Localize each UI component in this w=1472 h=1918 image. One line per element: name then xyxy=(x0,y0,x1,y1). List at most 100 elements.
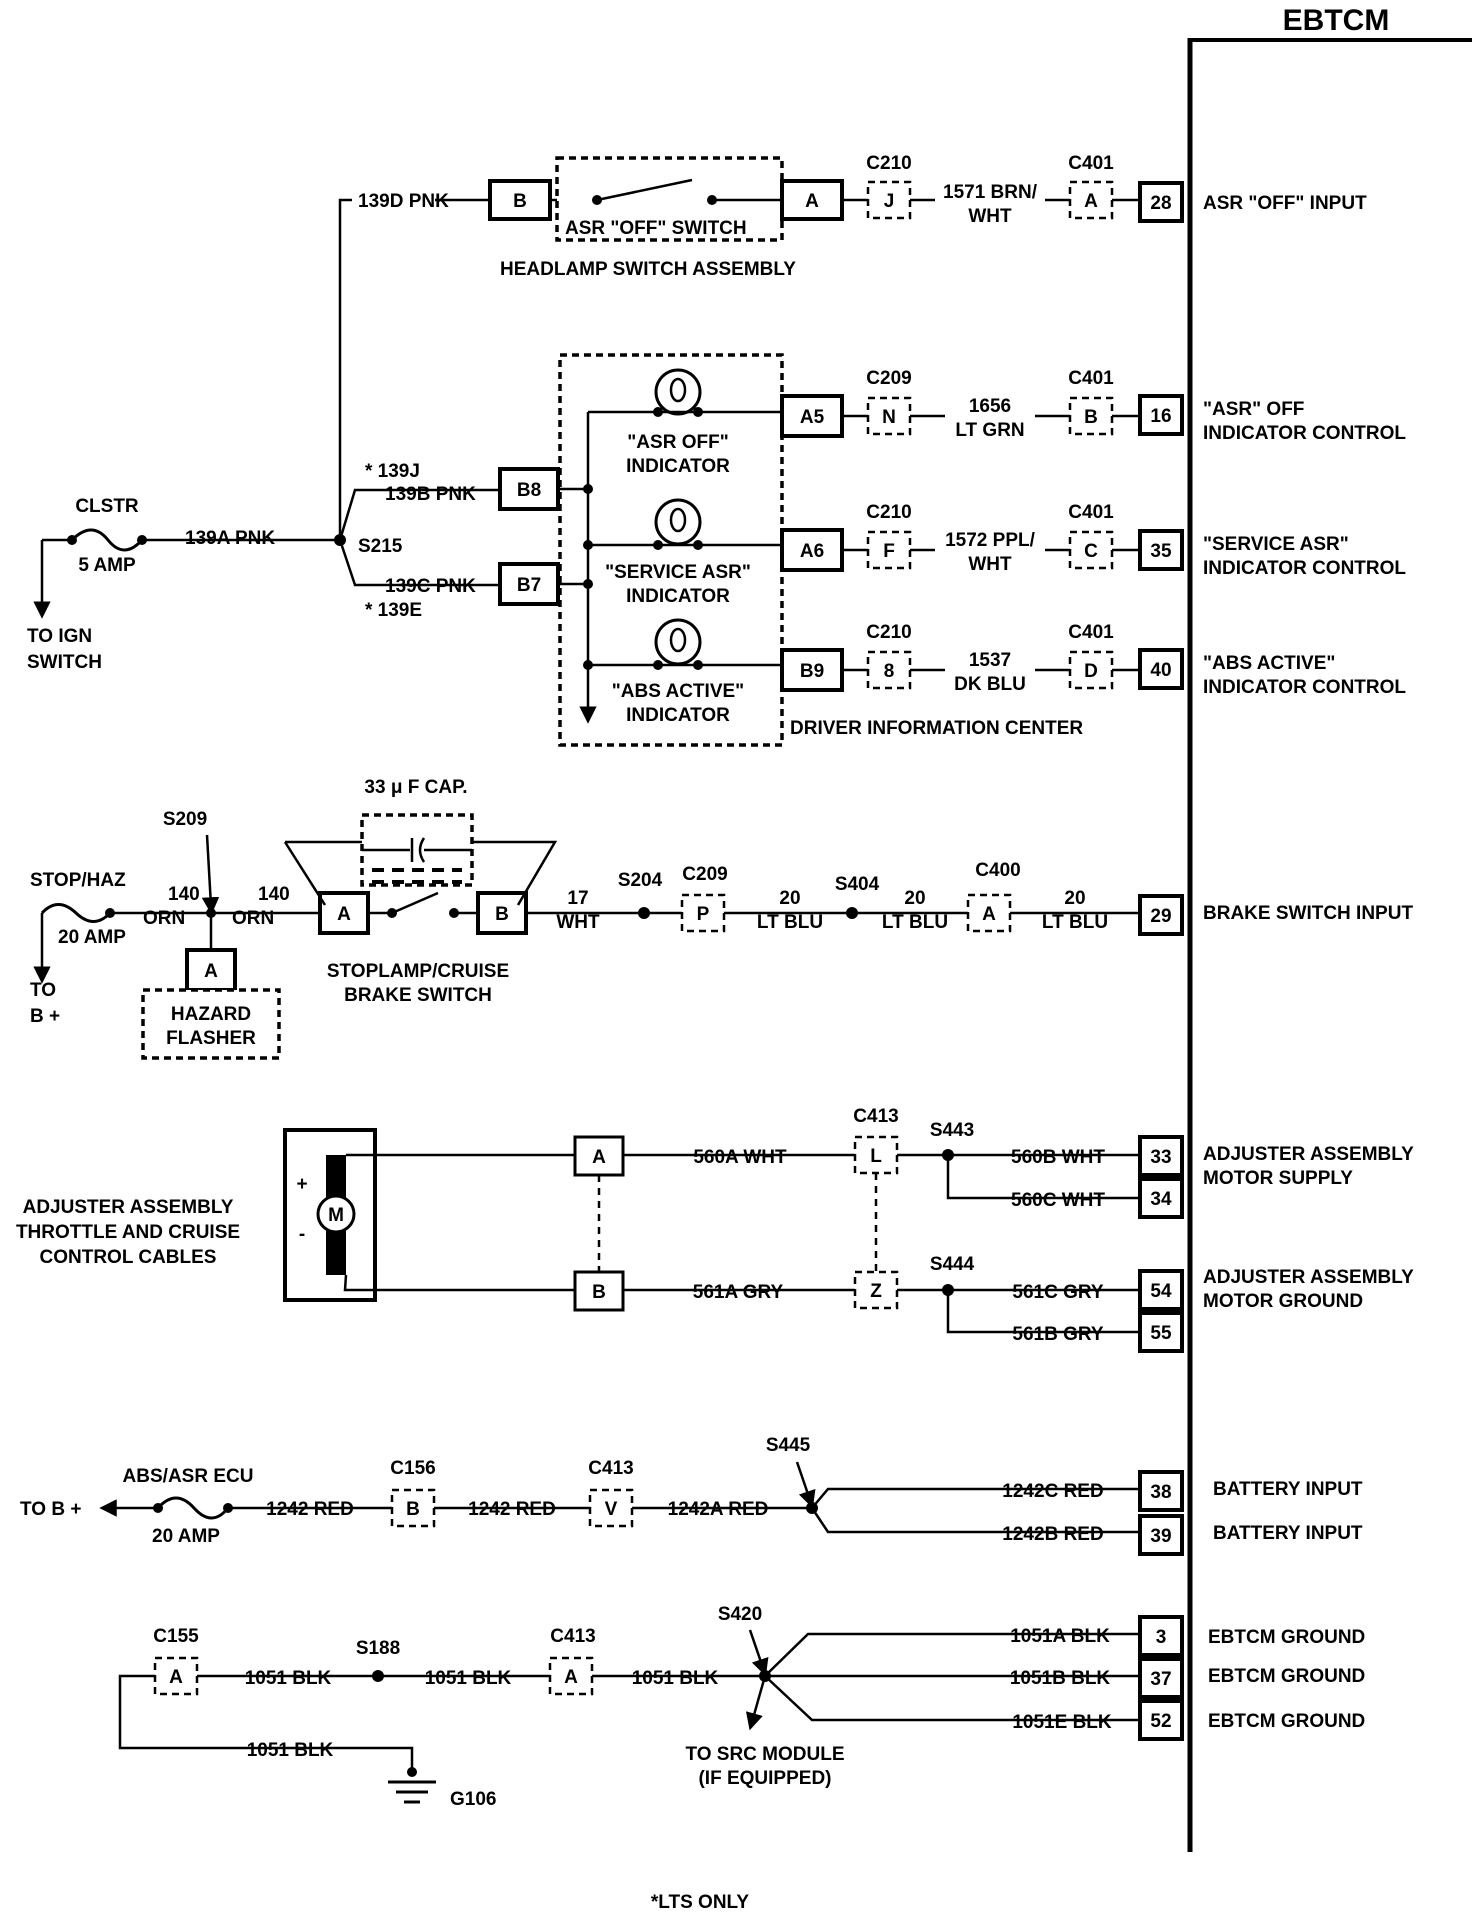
svg-text:1572 PPL/: 1572 PPL/ xyxy=(945,530,1035,551)
svg-text:37: 37 xyxy=(1150,1669,1171,1690)
svg-text:ASR "OFF" INPUT: ASR "OFF" INPUT xyxy=(1203,193,1367,214)
svg-text:8: 8 xyxy=(884,661,895,682)
svg-text:A: A xyxy=(592,1147,606,1168)
svg-text:* 139E: * 139E xyxy=(365,600,422,621)
svg-text:A5: A5 xyxy=(800,407,825,428)
svg-text:F: F xyxy=(883,541,895,562)
svg-text:1051 BLK: 1051 BLK xyxy=(632,1668,719,1689)
svg-text:35: 35 xyxy=(1150,541,1172,562)
headlamp-switch-row: B ASR "OFF" SWITCH HEADLAMP SWITCH ASSEM… xyxy=(435,153,1140,280)
svg-text:CONTROL CABLES: CONTROL CABLES xyxy=(40,1247,217,1268)
svg-text:V: V xyxy=(605,1499,618,1520)
svg-text:1242 RED: 1242 RED xyxy=(266,1499,354,1520)
svg-text:TO IGN: TO IGN xyxy=(27,626,92,647)
svg-text:54: 54 xyxy=(1150,1281,1172,1302)
footnote: *LTS ONLY xyxy=(651,1892,750,1913)
svg-text:561B GRY: 561B GRY xyxy=(1012,1324,1103,1345)
svg-text:ADJUSTER ASSEMBLY: ADJUSTER ASSEMBLY xyxy=(23,1197,234,1218)
svg-text:28: 28 xyxy=(1150,193,1171,214)
svg-text:(IF EQUIPPED): (IF EQUIPPED) xyxy=(698,1768,831,1789)
svg-text:MOTOR GROUND: MOTOR GROUND xyxy=(1203,1291,1363,1312)
svg-text:561C GRY: 561C GRY xyxy=(1012,1282,1103,1303)
svg-text:560C WHT: 560C WHT xyxy=(1011,1190,1105,1211)
svg-text:B: B xyxy=(513,191,527,212)
svg-text:LT GRN: LT GRN xyxy=(955,420,1024,441)
svg-text:C209: C209 xyxy=(866,368,911,389)
svg-text:INDICATOR: INDICATOR xyxy=(626,586,730,607)
svg-text:LT BLU: LT BLU xyxy=(882,912,948,933)
svg-text:WHT: WHT xyxy=(968,554,1012,575)
svg-text:1242 RED: 1242 RED xyxy=(468,1499,556,1520)
svg-text:ADJUSTER ASSEMBLY: ADJUSTER ASSEMBLY xyxy=(1203,1144,1414,1165)
svg-text:C: C xyxy=(1084,541,1098,562)
svg-text:S404: S404 xyxy=(835,874,880,895)
svg-text:S443: S443 xyxy=(930,1120,974,1141)
svg-text:WHT: WHT xyxy=(968,206,1012,227)
svg-text:"SERVICE ASR": "SERVICE ASR" xyxy=(1203,534,1349,555)
svg-text:INDICATOR CONTROL: INDICATOR CONTROL xyxy=(1203,423,1406,444)
svg-text:A: A xyxy=(805,191,819,212)
svg-text:DK BLU: DK BLU xyxy=(954,674,1026,695)
svg-text:HEADLAMP SWITCH ASSEMBLY: HEADLAMP SWITCH ASSEMBLY xyxy=(500,259,796,280)
svg-text:P: P xyxy=(697,904,710,925)
svg-text:A: A xyxy=(1084,191,1098,212)
svg-text:TO SRC MODULE: TO SRC MODULE xyxy=(685,1744,844,1765)
svg-text:34: 34 xyxy=(1150,1189,1172,1210)
svg-text:A: A xyxy=(564,1667,578,1688)
svg-text:CLSTR: CLSTR xyxy=(75,496,139,517)
svg-text:20: 20 xyxy=(779,888,800,909)
svg-text:B +: B + xyxy=(30,1006,60,1027)
svg-text:BRAKE SWITCH: BRAKE SWITCH xyxy=(344,985,492,1006)
svg-text:ADJUSTER ASSEMBLY: ADJUSTER ASSEMBLY xyxy=(1203,1267,1414,1288)
svg-text:C156: C156 xyxy=(390,1458,435,1479)
svg-text:* 139J: * 139J xyxy=(365,461,420,482)
svg-text:55: 55 xyxy=(1150,1323,1172,1344)
svg-text:A: A xyxy=(982,904,996,925)
svg-text:N: N xyxy=(882,407,896,428)
svg-text:A: A xyxy=(169,1667,183,1688)
svg-text:561A GRY: 561A GRY xyxy=(693,1282,784,1303)
svg-text:BATTERY INPUT: BATTERY INPUT xyxy=(1213,1479,1363,1500)
dic-row-abs-active: B9 8 C210 1537 DK BLU D C401 xyxy=(780,622,1140,695)
svg-text:D: D xyxy=(1084,661,1098,682)
svg-text:LT BLU: LT BLU xyxy=(1042,912,1108,933)
svg-text:C155: C155 xyxy=(153,1626,199,1647)
svg-text:5 AMP: 5 AMP xyxy=(78,555,136,576)
svg-text:ASR "OFF" SWITCH: ASR "OFF" SWITCH xyxy=(565,218,747,239)
pin-34: 34 xyxy=(1138,1177,1184,1219)
svg-text:TO: TO xyxy=(30,980,56,1001)
svg-text:C401: C401 xyxy=(1068,622,1114,643)
svg-text:33 μ F CAP.: 33 μ F CAP. xyxy=(364,777,467,798)
svg-text:MOTOR SUPPLY: MOTOR SUPPLY xyxy=(1203,1168,1353,1189)
svg-text:S420: S420 xyxy=(718,1604,762,1625)
svg-text:C401: C401 xyxy=(1068,368,1114,389)
svg-text:STOPLAMP/CRUISE: STOPLAMP/CRUISE xyxy=(327,961,509,982)
svg-text:INDICATOR CONTROL: INDICATOR CONTROL xyxy=(1203,558,1406,579)
svg-text:STOP/HAZ: STOP/HAZ xyxy=(30,870,126,891)
svg-text:G106: G106 xyxy=(450,1789,496,1810)
svg-text:EBTCM GROUND: EBTCM GROUND xyxy=(1208,1627,1365,1648)
svg-text:C401: C401 xyxy=(1068,502,1114,523)
svg-text:140: 140 xyxy=(168,884,200,905)
svg-text:ORN: ORN xyxy=(232,908,274,929)
pin-54: 54 ADJUSTER ASSEMBLY MOTOR GROUND xyxy=(1138,1267,1414,1312)
svg-text:S445: S445 xyxy=(766,1435,811,1456)
svg-text:INDICATOR: INDICATOR xyxy=(626,705,730,726)
svg-text:EBTCM GROUND: EBTCM GROUND xyxy=(1208,1666,1365,1687)
svg-text:33: 33 xyxy=(1150,1147,1171,1168)
svg-text:20 AMP: 20 AMP xyxy=(58,927,126,948)
svg-text:1242C RED: 1242C RED xyxy=(1002,1481,1103,1502)
svg-text:139D PNK: 139D PNK xyxy=(358,191,449,212)
svg-text:1571 BRN/: 1571 BRN/ xyxy=(943,182,1038,203)
pin-28: 28 ASR "OFF" INPUT xyxy=(1138,181,1367,223)
svg-text:B: B xyxy=(1084,407,1098,428)
svg-text:TO B +: TO B + xyxy=(20,1499,81,1520)
svg-text:B8: B8 xyxy=(517,480,541,501)
svg-text:J: J xyxy=(884,191,895,212)
svg-text:A6: A6 xyxy=(800,541,824,562)
svg-text:C413: C413 xyxy=(853,1106,898,1127)
svg-text:"ASR" OFF: "ASR" OFF xyxy=(1203,399,1304,420)
svg-text:S204: S204 xyxy=(618,870,663,891)
svg-text:1656: 1656 xyxy=(969,396,1011,417)
